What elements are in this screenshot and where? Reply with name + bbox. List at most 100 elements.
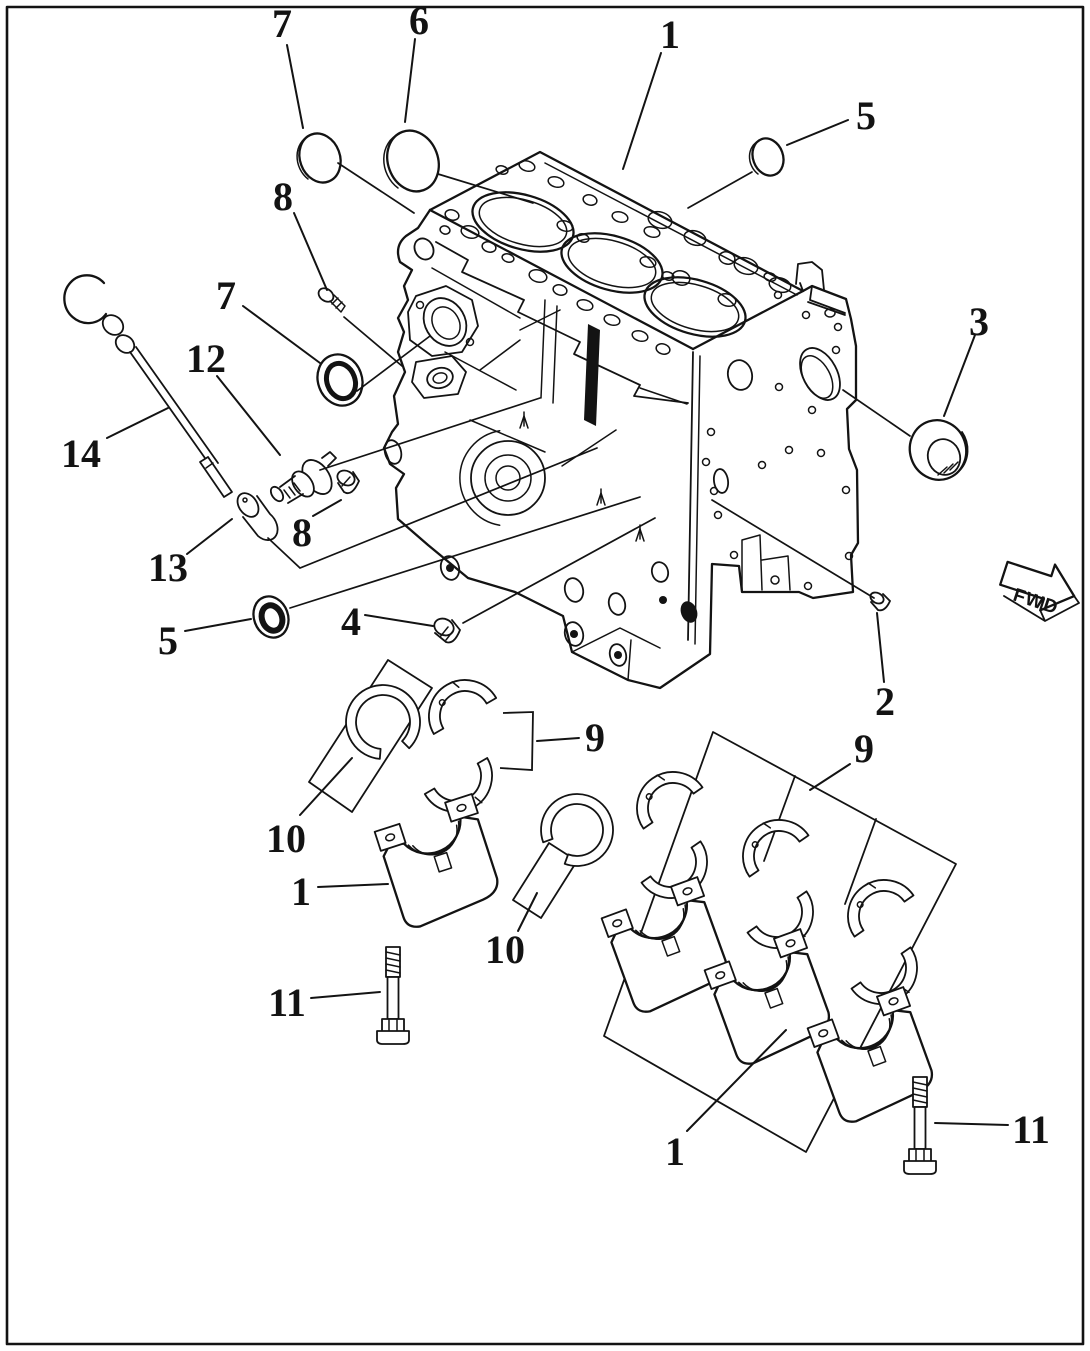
left-ear-hole [413,237,435,261]
leader-line-1-top [622,52,662,170]
callout-8-top: 8 [273,174,328,291]
rib-lines [431,267,688,681]
fwd-arrow: FWD [999,560,1080,622]
leader-line-14 [106,407,169,439]
stud-bolts [519,411,645,542]
pin-2 [869,591,891,612]
part-number-9-right: 9 [854,726,874,771]
leader-line-11-right [934,1122,1009,1126]
assembly-line-4 [343,316,403,367]
leader-line-9-right [809,763,851,791]
leader-line-8-low [312,499,342,517]
part-number-11-left: 11 [268,980,306,1025]
part-number-5-top: 5 [856,93,876,138]
part-number-1-left: 1 [291,869,311,914]
callout-5-mid: 5 [158,618,252,663]
block-outline [382,150,860,690]
callout-5-top: 5 [786,93,876,146]
bracket-9-left [499,711,534,771]
leader-line-5-mid [184,618,252,632]
thrust-washer-10a [345,684,421,760]
front-main-bearing [459,429,546,527]
oil-seal-7 [316,353,364,407]
part-number-7-mid: 7 [216,273,236,318]
pan-rail-bosses [439,555,670,667]
leader-line-11-left [310,991,381,999]
screw-8-top [317,287,346,313]
side-boss [411,355,467,399]
callout-12: 12 [186,336,281,456]
leader-line-5-top [786,119,849,146]
part-number-5-mid: 5 [158,618,178,663]
bearing-cap-left [371,792,507,932]
engine-block-drawing [382,150,860,690]
bushing-3 [908,419,969,481]
callout-3-right: 3 [943,299,989,417]
callout-13: 13 [148,518,233,590]
plug-7-top [296,132,342,184]
part-number-10-mid: 10 [485,927,525,972]
callout-6-top: 6 [404,0,429,123]
callout-9-right: 9 [809,726,874,791]
callout-4-mid: 4 [341,599,434,644]
cap-bolt-11-left [376,946,410,1045]
part-number-2-right: 2 [875,679,895,724]
part-number-3-right: 3 [969,299,989,344]
right-bearing-group [598,731,957,1175]
leader-line-12 [216,375,281,456]
callout-11-left: 11 [268,980,381,1025]
part-number-6-top: 6 [409,0,429,43]
callout-10-left: 10 [266,757,353,861]
leader-line-7-mid [242,305,321,364]
part-number-8-low: 8 [292,510,312,555]
leader-line-7-top [286,44,304,129]
plug-8-low [336,469,360,495]
leader-line-10-left [299,757,353,816]
assembly-line-10 [842,389,911,437]
page-border [5,5,1085,1346]
callout-1-top: 1 [622,12,680,170]
leader-line-1-right [686,1029,787,1132]
assembly-line-9 [711,499,875,599]
plug-6-top [383,129,440,193]
callout-7-mid: 7 [216,273,321,364]
callout-1-left: 1 [291,869,389,914]
seal-5-mid [252,595,290,639]
part-number-11-right: 11 [1012,1107,1050,1152]
cup-plug-4 [433,617,461,644]
rear-face [680,290,854,623]
callout-14: 14 [61,407,169,476]
part-number-4-mid: 4 [341,599,361,644]
part-number-14: 14 [61,431,101,476]
leader-line-3-right [943,334,976,417]
assembly-line-3 [356,335,431,392]
part-number-9-left: 9 [585,715,605,760]
deck-right-flange [795,261,846,318]
part-number-10-left: 10 [266,816,306,861]
left-bearing-group [308,659,614,1045]
assembly-line-0 [337,162,415,214]
assembly-line-8 [462,517,656,624]
part-number-1-top: 1 [660,12,680,57]
assembly-line-1 [437,173,534,204]
oil-switch-12 [269,451,337,504]
leader-line-1-left [317,883,389,888]
callout-1-right: 1 [665,1029,787,1174]
part-number-13: 13 [148,545,188,590]
leader-line-9-left [536,737,580,742]
part-number-7-top: 7 [272,1,292,46]
callout-10-mid: 10 [485,892,538,972]
cylinder-bores [471,191,747,338]
deck-bolt-holes [439,159,792,355]
leader-line-8-top [293,212,328,291]
thrust-washer-10b [540,793,614,867]
leader-line-13 [186,518,233,555]
leader-line-2-right [876,612,885,683]
plug-13 [236,492,279,541]
callout-2-right: 2 [875,612,895,724]
leader-line-4-mid [364,614,434,627]
assembly-line-7 [289,496,641,609]
part-number-12: 12 [186,336,226,381]
